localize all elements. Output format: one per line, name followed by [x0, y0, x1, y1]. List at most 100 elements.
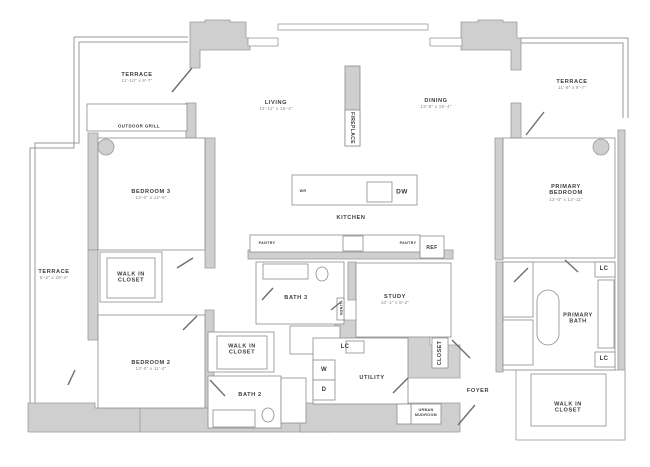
room-name: TERRACE	[121, 72, 153, 79]
door-bedroom2	[182, 315, 198, 331]
bath2-vanity	[212, 409, 256, 428]
label-lc-primary-bottom: LC	[599, 356, 609, 362]
terrace-ne-outline	[520, 37, 629, 118]
door-bath3	[261, 287, 274, 301]
room-name: TERRACE	[38, 269, 70, 276]
dryer-box	[312, 379, 336, 401]
room-bedroom2	[97, 314, 206, 409]
label-dining: DINING 13'-8" x 15'-4"	[420, 98, 451, 110]
kitchen-range	[342, 235, 364, 252]
window-top-right	[429, 37, 463, 47]
label-lc-primary-top: LC	[599, 266, 609, 272]
room-name: LIVING	[264, 100, 288, 107]
room-name: DINING	[424, 98, 448, 105]
wall-primary-bath-west	[495, 261, 504, 373]
label-lc-utility: LC	[340, 344, 350, 350]
label-bath3: BATH 3	[284, 295, 307, 301]
terrace-nw-outline	[29, 36, 188, 412]
label-urban: URBAN	[418, 408, 434, 412]
door-primary-bedroom	[513, 267, 529, 283]
room-dimensions: 13'-8" x 15'-4"	[420, 104, 452, 110]
wall-pier-ne	[460, 19, 522, 71]
room-study	[355, 262, 452, 338]
wall-primary-west	[494, 137, 504, 261]
bath3-vanity	[262, 263, 309, 280]
closet-inner-bed3	[106, 257, 156, 299]
room-dimensions: 10'-1" x 8'-2"	[380, 300, 410, 306]
bath3-toilet	[315, 266, 329, 282]
bath2-tub	[280, 377, 307, 424]
label-walkin-closet-bed3: WALK IN CLOSET	[117, 272, 145, 285]
primary-wc	[502, 261, 534, 318]
column-primary	[592, 138, 610, 156]
mudroom-side	[396, 403, 412, 425]
kitchen-island	[291, 174, 418, 206]
wall-dining-east-lower	[510, 102, 522, 139]
label-ref: REF	[426, 245, 438, 251]
door-bed3-terrace	[67, 369, 76, 386]
room-primary-bedroom	[502, 137, 616, 259]
room-name-line2: CLOSET	[228, 350, 256, 356]
fireplace-label-box	[344, 109, 361, 147]
label-fireplace: FIREPLACE	[349, 112, 355, 144]
label-pantry-left: PANTRY	[258, 241, 276, 245]
label-washer: W	[320, 367, 328, 373]
label-living: LIVING 13'-11" x 15'-4"	[259, 100, 293, 112]
room-dimensions: 11'-6" x 9'-7"	[557, 85, 587, 91]
room-name: STUDY	[384, 294, 406, 301]
label-walkin-closet-primary: WALK IN CLOSET	[554, 402, 582, 415]
room-name: BATH 2	[238, 391, 262, 398]
label-walkin-closet-bed2: WALK IN CLOSET	[228, 344, 256, 357]
label-terrace-ne: TERRACE 11'-6" x 9'-7"	[556, 79, 587, 91]
room-name: BEDROOM 2	[131, 360, 171, 367]
room-name-line2: CLOSET	[554, 408, 582, 414]
room-dimensions: 13'-11" x 15'-4"	[259, 106, 293, 112]
room-dimensions: 13'-0" x 13'-11"	[549, 196, 583, 202]
room-name-line2: BATH	[569, 319, 587, 325]
wall-pier-nw	[189, 19, 251, 69]
label-dw: DW	[396, 188, 408, 196]
label-wr: WR	[299, 189, 307, 193]
foyer-closet	[431, 337, 449, 369]
label-study: STUDY 10'-1" x 8'-2"	[381, 294, 410, 306]
label-bath2: BATH 2	[238, 392, 261, 398]
label-outdoor-grill: OUTDOOR GRILL	[117, 123, 161, 129]
closet-inner-bed2	[216, 335, 268, 370]
label-bedroom3: BEDROOM 3 13'-0" x 12'-9"	[131, 189, 170, 201]
label-pantry-right: PANTRY	[399, 241, 417, 245]
room-name: UTILITY	[359, 374, 385, 381]
window-top-center	[277, 23, 429, 31]
door-utility	[392, 377, 409, 394]
label-kitchen: KITCHEN	[336, 215, 365, 221]
room-walkin-bed2	[207, 331, 275, 373]
linen-closet	[336, 297, 345, 321]
wall-living-west-lower	[185, 102, 197, 139]
room-name: BATH 3	[284, 294, 308, 301]
label-primary-bath: PRIMARY BATH	[563, 313, 593, 326]
door-primary-bath	[564, 259, 579, 273]
door-bedroom3	[176, 257, 194, 269]
wall-bedroom3-closet-left	[87, 249, 99, 341]
lc-box-bottom	[594, 351, 616, 368]
room-dimensions: 13'-0" x 11'-2"	[135, 366, 167, 372]
primary-shower	[502, 319, 534, 366]
room-walkin-bed3	[99, 251, 163, 303]
utility-sink	[345, 340, 365, 354]
room-name-line1: WALK IN	[228, 343, 256, 350]
label-terrace-west: TERRACE 5'-3" x 29'-4"	[38, 269, 69, 281]
room-name-line2: CLOSET	[117, 278, 145, 284]
label-primary-bedroom: PRIMARY BEDROOM 13'-0" x 13'-11"	[549, 184, 583, 202]
door-terrace-ne	[525, 111, 545, 136]
room-name: KITCHEN	[336, 214, 366, 221]
wall-bath3-east	[347, 261, 357, 301]
label-foyer: FOYER	[467, 388, 489, 394]
kitchen-sink	[366, 181, 393, 203]
primary-vanity	[597, 279, 615, 349]
column-bedroom3	[97, 138, 115, 156]
bath2-toilet	[261, 407, 275, 423]
room-dimensions: 13'-0" x 12'-9"	[135, 195, 167, 201]
door-bath2	[209, 379, 226, 397]
room-name-line1: WALK IN	[554, 401, 582, 408]
